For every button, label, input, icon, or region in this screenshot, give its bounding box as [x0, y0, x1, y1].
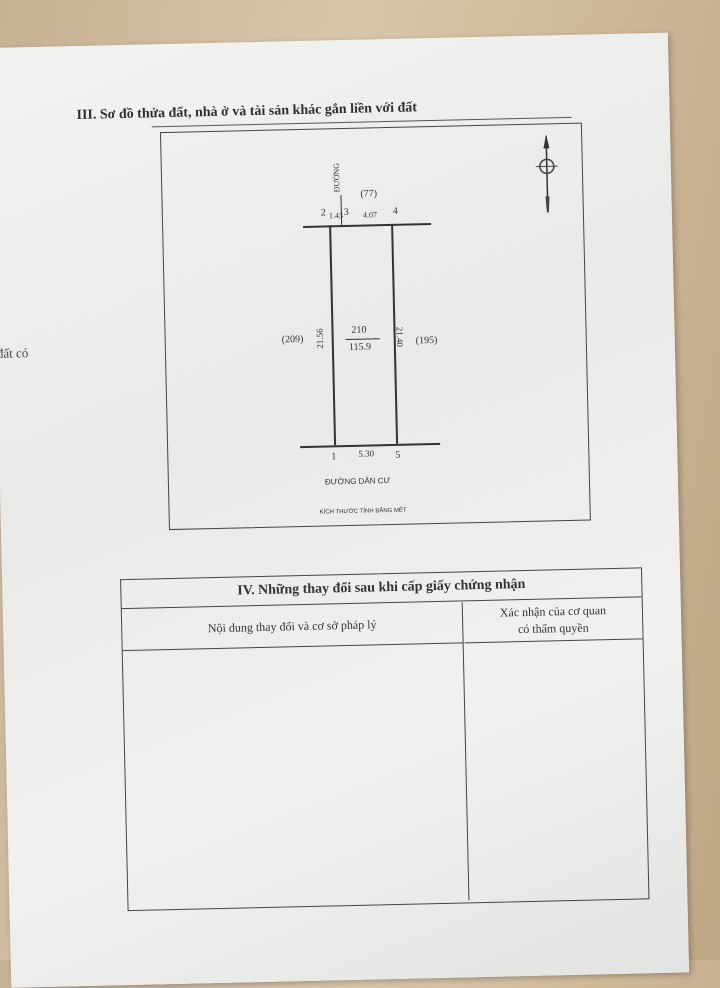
neighbor-right: (195): [416, 335, 438, 346]
edge-bottom: 5.30: [358, 448, 374, 458]
compass-north-arrow-icon: [533, 134, 561, 215]
point-1: 1: [331, 451, 336, 462]
edge-left: 21.56: [315, 328, 325, 348]
neighbor-top: (77): [360, 188, 377, 199]
header-line-1: Xác nhận của cơ quan: [500, 603, 607, 619]
changes-table: IV. Những thay đổi sau khi cấp giấy chứn…: [120, 567, 649, 911]
column-header-confirmation: Xác nhận của cơ quan có thẩm quyền: [464, 598, 643, 643]
certificate-page: đất có III. Sơ đồ thửa đất, nhà ở và tài…: [0, 33, 689, 988]
point-2: 2: [321, 207, 326, 218]
edge-3-4: 4.07: [363, 210, 377, 219]
point-3: 3: [344, 207, 349, 218]
left-boundary: [329, 225, 335, 445]
point-4: 4: [393, 206, 398, 217]
road-bottom-label: ĐƯỜNG DÂN CƯ: [325, 476, 391, 486]
edge-2-3: 1.43: [329, 211, 343, 220]
header-line-2: có thẩm quyền: [518, 621, 589, 637]
parcel-area: 115.9: [349, 341, 371, 352]
neighbor-left: (209): [282, 334, 304, 345]
road-top-label: ĐƯỜNG: [332, 163, 342, 193]
point-5: 5: [395, 450, 400, 461]
bottom-boundary: [300, 443, 440, 448]
top-boundary: [303, 223, 431, 227]
fraction-bar: [346, 338, 380, 340]
column-confirmation: Xác nhận của cơ quan có thẩm quyền: [464, 598, 649, 900]
column-changes: Nội dung thay đổi và cơ sở pháp lý: [122, 602, 470, 908]
parcel-diagram: ĐƯỜNG (77) 2 1.43 3 4.07 4 (209) 21.56 2…: [160, 123, 591, 530]
parcel-number: 210: [351, 325, 366, 336]
column-header-changes: Nội dung thay đổi và cơ sở pháp lý: [122, 602, 463, 651]
left-page-fragment: đất có: [0, 345, 29, 362]
edge-right: 21.40: [395, 327, 405, 347]
scale-note: KÍCH THƯỚC TÍNH BẰNG MÉT: [320, 508, 407, 516]
